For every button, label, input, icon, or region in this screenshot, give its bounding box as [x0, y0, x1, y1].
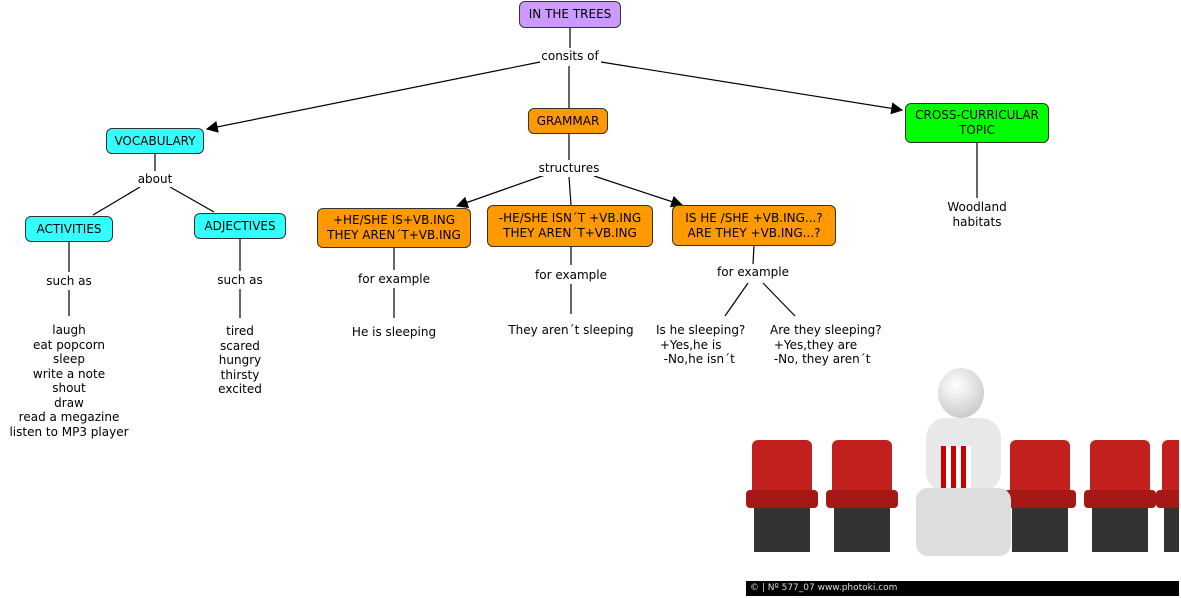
activity-item: draw: [54, 395, 84, 410]
link-about: about: [137, 172, 173, 187]
link-for-example: for example: [358, 272, 430, 287]
root-label: IN THE TREES: [528, 7, 612, 21]
link-such-as-activities: such as: [46, 274, 92, 289]
structure-question-node[interactable]: IS HE /SHE +VB.ING...?ARE THEY +VB.ING..…: [672, 205, 836, 246]
cross-line: TOPIC: [959, 123, 995, 137]
adjectives-list: tired scared hungry thirsty excited: [218, 324, 262, 397]
link-structures: structures: [538, 161, 600, 176]
adjectives-label: ADJECTIVES: [204, 218, 276, 233]
photo-caption: © | Nº 577_07 www.photoki.com: [746, 581, 1179, 596]
example-text: Is he sleeping? +Yes,he is -No,he isn´t: [656, 323, 746, 366]
activity-item: sleep: [53, 352, 85, 366]
link-such-as-adjectives: such as: [217, 273, 263, 288]
activity-item: read a megazine: [18, 410, 120, 424]
activities-list: laugh eat popcorn sleep write a note sho…: [9, 323, 129, 439]
link-for-example: for example: [535, 268, 607, 283]
link-consists-of: consits of: [541, 49, 599, 64]
figure-with-popcorn: [911, 368, 1021, 556]
grammar-node[interactable]: GRAMMAR: [528, 108, 608, 134]
cinema-seat: [1004, 440, 1076, 552]
structure-line: ARE THEY +VB.ING...?: [687, 225, 821, 240]
structure-line: THEY AREN´T+VB.ING: [327, 228, 461, 242]
cinema-photo: [746, 368, 1179, 560]
cross-line: CROSS-CURRICULAR: [915, 108, 1039, 122]
cinema-seat: [746, 440, 818, 552]
adjectives-node[interactable]: ADJECTIVES: [194, 213, 286, 239]
vocabulary-label: VOCABULARY: [114, 133, 196, 148]
activity-item: shout: [52, 381, 86, 395]
link-for-example: for example: [717, 265, 789, 280]
adjective-item: hungry: [218, 353, 262, 367]
adjective-item: scared: [220, 338, 260, 353]
root-node[interactable]: IN THE TREES: [519, 1, 621, 28]
activity-item: listen to MP3 player: [9, 424, 129, 439]
structure-line: THEY AREN´T+VB.ING: [503, 226, 637, 240]
cinema-seat: [1084, 440, 1156, 552]
activities-node[interactable]: ACTIVITIES: [25, 216, 113, 242]
adjective-item: excited: [218, 382, 262, 396]
structure-line: IS HE /SHE +VB.ING...?: [685, 210, 823, 225]
cinema-seat: [1156, 440, 1179, 552]
adjective-item: thirsty: [220, 367, 260, 382]
adjective-item: tired: [226, 324, 254, 338]
cinema-seat: [826, 440, 898, 552]
activity-item: write a note: [32, 366, 106, 381]
example-text: Are they sleeping? +Yes,they are -No, th…: [770, 323, 882, 366]
activities-label: ACTIVITIES: [36, 221, 102, 236]
woodland-habitats: Woodland habitats: [947, 200, 1007, 229]
structure-line: +HE/SHE IS+VB.ING: [332, 213, 455, 227]
activity-item: laugh: [52, 323, 86, 337]
example-text: He is sleeping: [351, 325, 437, 340]
activity-item: eat popcorn: [32, 337, 106, 352]
example-text: They aren´t sleeping: [508, 323, 634, 338]
vocabulary-node[interactable]: VOCABULARY: [106, 128, 204, 154]
structure-line: -HE/SHE ISN´T +VB.ING: [498, 211, 642, 225]
grammar-label: GRAMMAR: [536, 113, 600, 128]
